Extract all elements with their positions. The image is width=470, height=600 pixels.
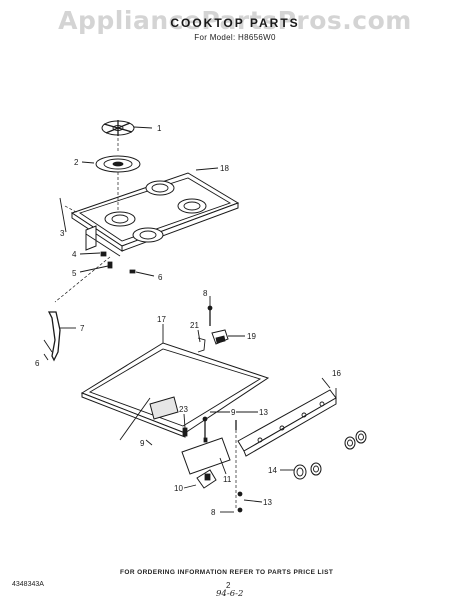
handwritten-date: 94-6-2 — [216, 589, 244, 599]
callout-2: 2 — [74, 158, 79, 167]
callout-23: 23 — [179, 405, 188, 414]
assembly-line — [64, 205, 79, 214]
callout-4: 4 — [72, 250, 77, 259]
control-knob — [310, 462, 322, 476]
callout-19: 19 — [247, 332, 256, 341]
drip-bowl — [95, 155, 141, 173]
callout-13-lower: 13 — [263, 498, 272, 507]
callout-9-left: 9 — [140, 439, 145, 448]
callout-3: 3 — [60, 229, 65, 238]
clip — [107, 261, 113, 269]
callout-5: 5 — [72, 269, 77, 278]
control-knob — [355, 430, 367, 444]
small-bracket — [197, 329, 229, 353]
control-knob — [293, 464, 307, 480]
screw — [129, 269, 136, 274]
callout-14: 14 — [268, 466, 277, 475]
callout-10: 10 — [174, 484, 183, 493]
callout-13-upper: 13 — [259, 408, 268, 417]
callout-16: 16 — [332, 369, 341, 378]
control-panel — [237, 388, 337, 457]
callout-6-lower: 6 — [35, 359, 40, 368]
document-number: 4348343A — [12, 581, 44, 588]
screw — [100, 251, 107, 257]
callout-11: 11 — [223, 475, 232, 484]
callout-1: 1 — [157, 124, 162, 133]
callout-7: 7 — [80, 324, 85, 333]
model-subtitle: For Model: H8656W0 — [194, 33, 276, 42]
burner-box — [80, 342, 270, 441]
leader-lines — [43, 126, 331, 513]
watermark-logo: AppliancePartsPros.com — [58, 6, 412, 35]
callout-6-upper: 6 — [158, 273, 163, 282]
callout-21: 21 — [190, 321, 199, 330]
valve-and-spark-parts — [181, 416, 243, 513]
page-number: 2 — [226, 581, 231, 590]
burner-grate — [101, 120, 135, 136]
diagram-title: COOKTOP PARTS — [170, 16, 300, 30]
callout-9-right: 9 — [231, 408, 236, 417]
assembly-line — [54, 256, 111, 303]
callout-17: 17 — [157, 315, 166, 324]
callout-8-upper: 8 — [203, 289, 208, 298]
callout-8-lower: 8 — [211, 508, 216, 517]
ordering-note: FOR ORDERING INFORMATION REFER TO PARTS … — [120, 569, 334, 576]
control-knob — [344, 436, 356, 450]
side-bracket — [43, 311, 61, 362]
cooktop-panel — [70, 172, 240, 257]
callout-18: 18 — [220, 164, 229, 173]
